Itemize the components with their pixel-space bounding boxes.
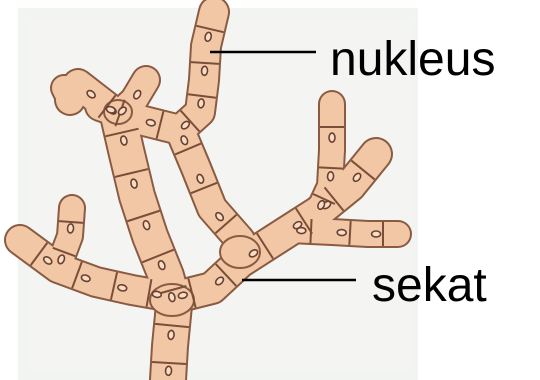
hypha-right-side-shoot	[318, 104, 332, 212]
nucleus	[201, 66, 208, 75]
septum	[310, 219, 311, 243]
nucleus	[297, 227, 306, 233]
nucleus	[165, 366, 172, 375]
nucleus	[372, 231, 381, 237]
nucleus	[168, 330, 175, 340]
septum	[349, 221, 350, 245]
nucleus	[329, 133, 335, 142]
nucleus-label: nukleus	[330, 36, 495, 84]
nucleus	[67, 224, 74, 233]
septum	[319, 167, 343, 168]
nucleus	[327, 172, 333, 181]
septum-label: sekat	[372, 262, 487, 310]
hypha-left-upper-tip	[64, 88, 70, 100]
nucleus	[337, 229, 346, 235]
nucleus	[198, 99, 205, 109]
